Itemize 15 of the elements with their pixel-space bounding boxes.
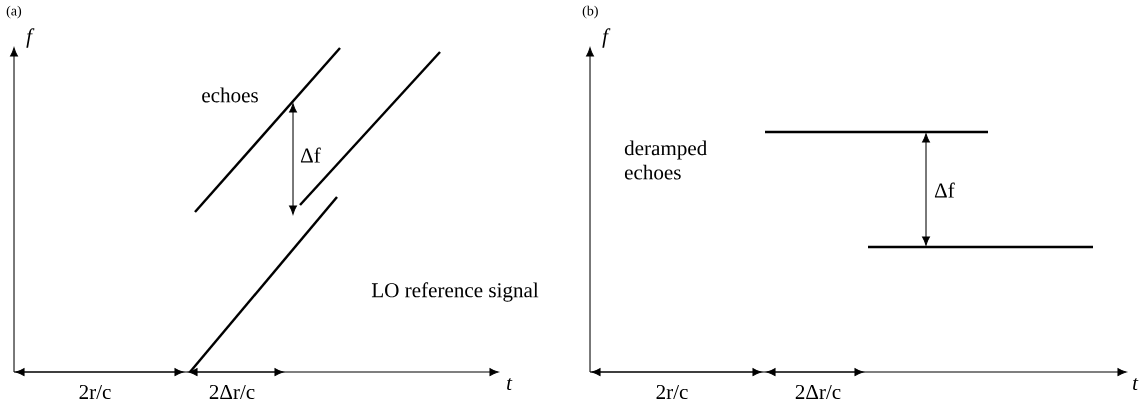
dimension-label: 2Δr/c [795,384,841,400]
curve-label: echoes [202,87,258,103]
dimension-label: Δf [934,182,955,198]
axis-label: t [507,377,513,391]
dimension-label: 2r/c [656,384,688,400]
panel-label: (b) [582,5,598,19]
curve-label: LO reference signal [371,282,539,302]
panel-label: (a) [6,5,22,19]
curve-label: deramped echoes [624,140,707,180]
axis-label: t [1133,377,1139,391]
axis-label: f [602,28,611,48]
dimension-label: 2r/c [79,384,111,400]
dimension-label: Δf [300,147,321,163]
axis-label: f [26,28,35,48]
dimension-label: 2Δr/c [209,384,255,400]
